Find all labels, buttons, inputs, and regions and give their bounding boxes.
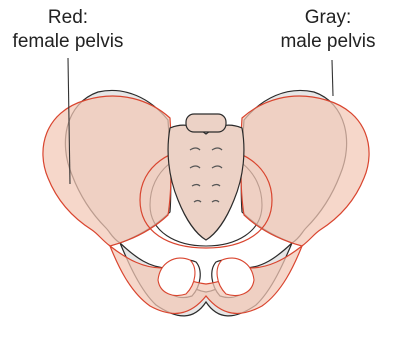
sacral-promontory [186, 114, 226, 132]
female-pubic-arch [110, 246, 302, 313]
female-right-obturator-foramen [217, 258, 254, 295]
sacrum-outline [168, 125, 244, 240]
sacrum [168, 114, 244, 240]
female-left-obturator-foramen [158, 258, 195, 295]
female-left-ilium [43, 96, 171, 246]
female-right-ilium [241, 96, 369, 246]
male-label-leader-line [332, 60, 333, 96]
